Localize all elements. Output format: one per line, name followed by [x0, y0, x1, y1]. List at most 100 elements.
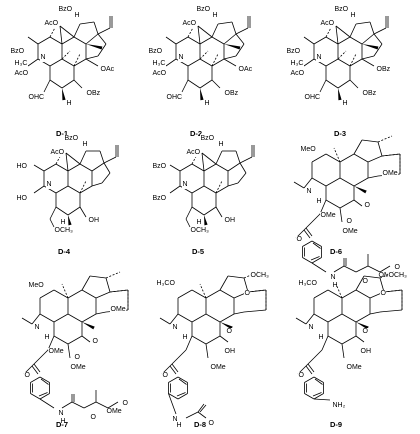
structure-drawing [169, 145, 255, 228]
bond [197, 25, 201, 45]
bond [231, 21, 237, 35]
bond [223, 58, 237, 67]
bond [61, 36, 75, 45]
bond [168, 393, 179, 400]
atom-label: OMe [346, 364, 363, 372]
atom-label: HO [16, 163, 28, 171]
stereo-wedge-bond [354, 186, 367, 194]
bond [43, 79, 51, 93]
bond [177, 393, 188, 400]
atom-label: O [394, 264, 401, 272]
atom-label: OCH₃ [250, 272, 270, 280]
atom-label: OHC [304, 94, 321, 102]
atom-label: N [316, 54, 323, 62]
atom-label: H [350, 12, 357, 20]
atom-label: H [212, 12, 219, 20]
stereo-wedge-bond [86, 44, 103, 50]
bond [327, 335, 343, 345]
bond [355, 21, 371, 25]
bond [311, 262, 327, 273]
bond [27, 58, 39, 67]
bond [303, 36, 315, 45]
atom-label: OH [88, 217, 100, 225]
bond [67, 185, 81, 194]
atom-label: AcO [290, 70, 305, 78]
bond [85, 55, 99, 60]
atom-label: OMe [382, 170, 399, 178]
stereo-dash-bond [73, 53, 81, 67]
bond [177, 313, 193, 323]
bond [243, 309, 267, 313]
atom-label: O [24, 372, 31, 380]
atom-label: OMe [378, 272, 395, 280]
stereo-dash-bond [199, 283, 207, 299]
bond [369, 21, 375, 35]
bond [339, 199, 355, 209]
bond [85, 33, 99, 45]
atom-label: OH [224, 348, 236, 356]
bond [355, 313, 371, 323]
bond [33, 363, 41, 373]
bond [341, 289, 357, 299]
stereo-dash-bond [109, 289, 129, 293]
bond [39, 376, 50, 383]
bond [305, 227, 313, 237]
bond [379, 265, 391, 273]
stereo-dash-bond [383, 289, 403, 293]
bond [169, 357, 179, 367]
bond [191, 185, 205, 194]
stereo-dash-bond [105, 271, 121, 279]
bond [341, 343, 345, 359]
atom-label: OCH₃ [388, 272, 408, 280]
bond [337, 58, 351, 67]
atom-label: O [380, 290, 387, 298]
bond [311, 213, 321, 223]
bond [83, 401, 97, 409]
bond [199, 58, 213, 67]
bond [95, 401, 109, 409]
atom-label: O [362, 328, 369, 336]
atom-label: H [316, 198, 323, 206]
bond [199, 36, 213, 45]
bond [89, 275, 107, 279]
bond [305, 365, 313, 375]
atom-label: O [162, 372, 169, 380]
bond [101, 172, 111, 184]
bond [325, 58, 339, 67]
bond [97, 27, 111, 35]
bond [325, 79, 339, 89]
bond [55, 163, 69, 172]
stereo-dash-bond [79, 180, 87, 194]
bond [239, 156, 253, 164]
bond [105, 277, 111, 293]
atom-label: H [196, 219, 203, 227]
bond [349, 79, 359, 89]
atom-label: AcO [182, 20, 197, 28]
atom-label: NH₂ [332, 402, 346, 410]
atom-label: N [308, 324, 315, 332]
bond [219, 313, 235, 323]
bond [339, 177, 355, 187]
structure-drawing [21, 271, 129, 416]
structure-drawing [293, 135, 401, 280]
bond [95, 291, 111, 299]
stereo-dash-bond [349, 53, 357, 67]
stereo-wedge-bond [68, 215, 72, 226]
stereo-wedge-bond [200, 88, 204, 101]
bond [337, 36, 351, 45]
atom-label: OBz [362, 90, 377, 98]
bond [103, 156, 117, 164]
bond [73, 36, 87, 45]
atom-label: H [176, 422, 183, 430]
atom-label: OAc [238, 66, 253, 74]
bond [187, 58, 201, 67]
bond [217, 21, 233, 25]
bond [355, 289, 371, 299]
bond [367, 265, 381, 273]
bond [239, 162, 247, 174]
bond [79, 185, 93, 194]
bond [373, 27, 387, 35]
